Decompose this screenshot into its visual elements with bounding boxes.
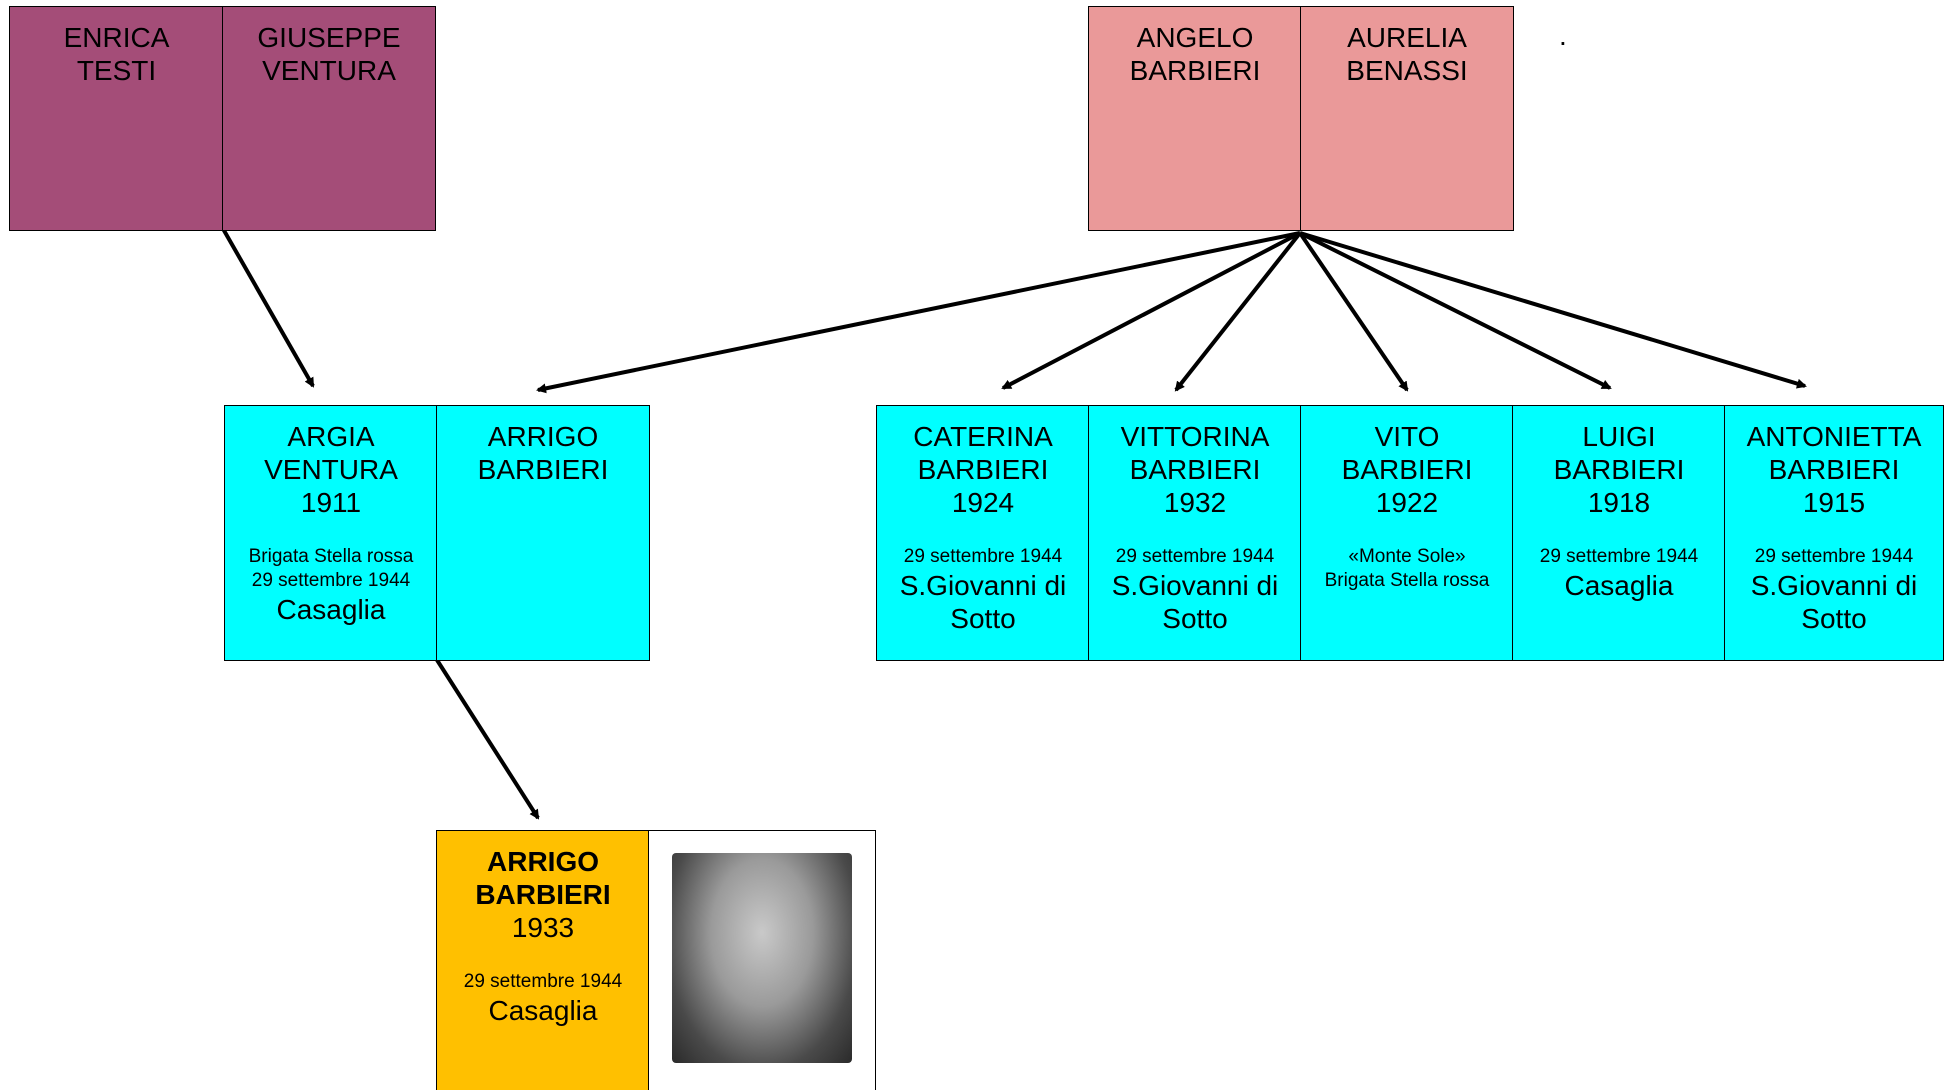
person-year: 1933 <box>511 912 575 943</box>
person-place: Casaglia <box>1564 570 1674 601</box>
person-name: GIUSEPPE VENTURA <box>257 22 401 86</box>
person-place: Casaglia <box>276 594 386 625</box>
person-note: 29 settembre 1944 <box>1539 546 1699 567</box>
person-name: AURELIA BENASSI <box>1346 22 1468 86</box>
person-name: VITO BARBIERI <box>1341 421 1473 485</box>
person-vito-barbieri: VITO BARBIERI 1922 «Monte Sole» Brigata … <box>1300 405 1514 661</box>
person-luigi-barbieri: LUIGI BARBIERI 1918 29 settembre 1944 Ca… <box>1512 405 1726 661</box>
arrow-angelo-to-caterina <box>1001 231 1301 390</box>
person-giuseppe-ventura: GIUSEPPE VENTURA <box>222 6 436 231</box>
person-year: 1932 <box>1163 487 1227 518</box>
portrait-photo <box>672 853 852 1063</box>
person-note: 29 settembre 1944 <box>1754 546 1914 567</box>
person-note: 29 settembre 1944 <box>903 546 1063 567</box>
arrow-angelo-to-vito <box>1298 231 1409 392</box>
arrow-angelo-to-luigi <box>1299 231 1612 390</box>
person-place: Casaglia <box>488 995 598 1026</box>
person-year: 1915 <box>1802 487 1866 518</box>
portrait-frame <box>648 830 876 1090</box>
person-vittorina-barbieri: VITTORINA BARBIERI 1932 29 settembre 194… <box>1088 405 1302 661</box>
person-year: 1911 <box>300 487 362 518</box>
person-place: S.Giovanni di Sotto <box>1750 570 1918 634</box>
person-note: 29 settembre 1944 <box>463 971 623 992</box>
person-name: LUIGI BARBIERI <box>1553 421 1685 485</box>
person-antonietta-barbieri: ANTONIETTA BARBIERI 1915 29 settembre 19… <box>1724 405 1944 661</box>
person-name: ENRICA TESTI <box>63 22 170 86</box>
person-year: 1924 <box>951 487 1015 518</box>
person-name: VITTORINA BARBIERI <box>1120 421 1270 485</box>
person-name: ANGELO BARBIERI <box>1129 22 1261 86</box>
person-enrica-testi: ENRICA TESTI <box>9 6 224 231</box>
person-note: Brigata Stella rossa 29 settembre 1944 <box>248 546 414 591</box>
person-name: CATERINA BARBIERI <box>913 421 1053 485</box>
person-place: S.Giovanni di Sotto <box>1111 570 1279 634</box>
person-place: S.Giovanni di Sotto <box>899 570 1067 634</box>
person-argia-ventura: ARGIA VENTURA 1911 Brigata Stella rossa … <box>224 405 438 661</box>
person-aurelia-benassi: AURELIA BENASSI <box>1300 6 1514 231</box>
arrow-angelo-to-antonietta <box>1299 231 1807 389</box>
person-note: 29 settembre 1944 <box>1115 546 1275 567</box>
arrow-arrigo-to-arrigo-jr <box>435 658 540 820</box>
person-note: «Monte Sole» Brigata Stella rossa <box>1324 546 1490 591</box>
person-name: ANTONIETTA BARBIERI <box>1746 421 1922 485</box>
stray-mark: . <box>1559 20 1567 51</box>
person-angelo-barbieri: ANGELO BARBIERI <box>1088 6 1302 231</box>
person-year: 1918 <box>1587 487 1651 518</box>
person-caterina-barbieri: CATERINA BARBIERI 1924 29 settembre 1944… <box>876 405 1090 661</box>
person-name: ARRIGO BARBIERI <box>477 421 609 485</box>
arrow-angelo-to-vittorina <box>1174 231 1302 392</box>
arrow-angelo-to-arrigo <box>536 231 1301 394</box>
arrow-giuseppe-to-argia <box>220 226 315 388</box>
person-name: ARRIGO BARBIERI <box>475 846 611 910</box>
person-arrigo-barbieri-sr: ARRIGO BARBIERI <box>436 405 650 661</box>
person-arrigo-barbieri-jr: ARRIGO BARBIERI 1933 29 settembre 1944 C… <box>436 830 650 1090</box>
person-name: ARGIA VENTURA <box>264 421 398 485</box>
person-year: 1922 <box>1375 487 1439 518</box>
